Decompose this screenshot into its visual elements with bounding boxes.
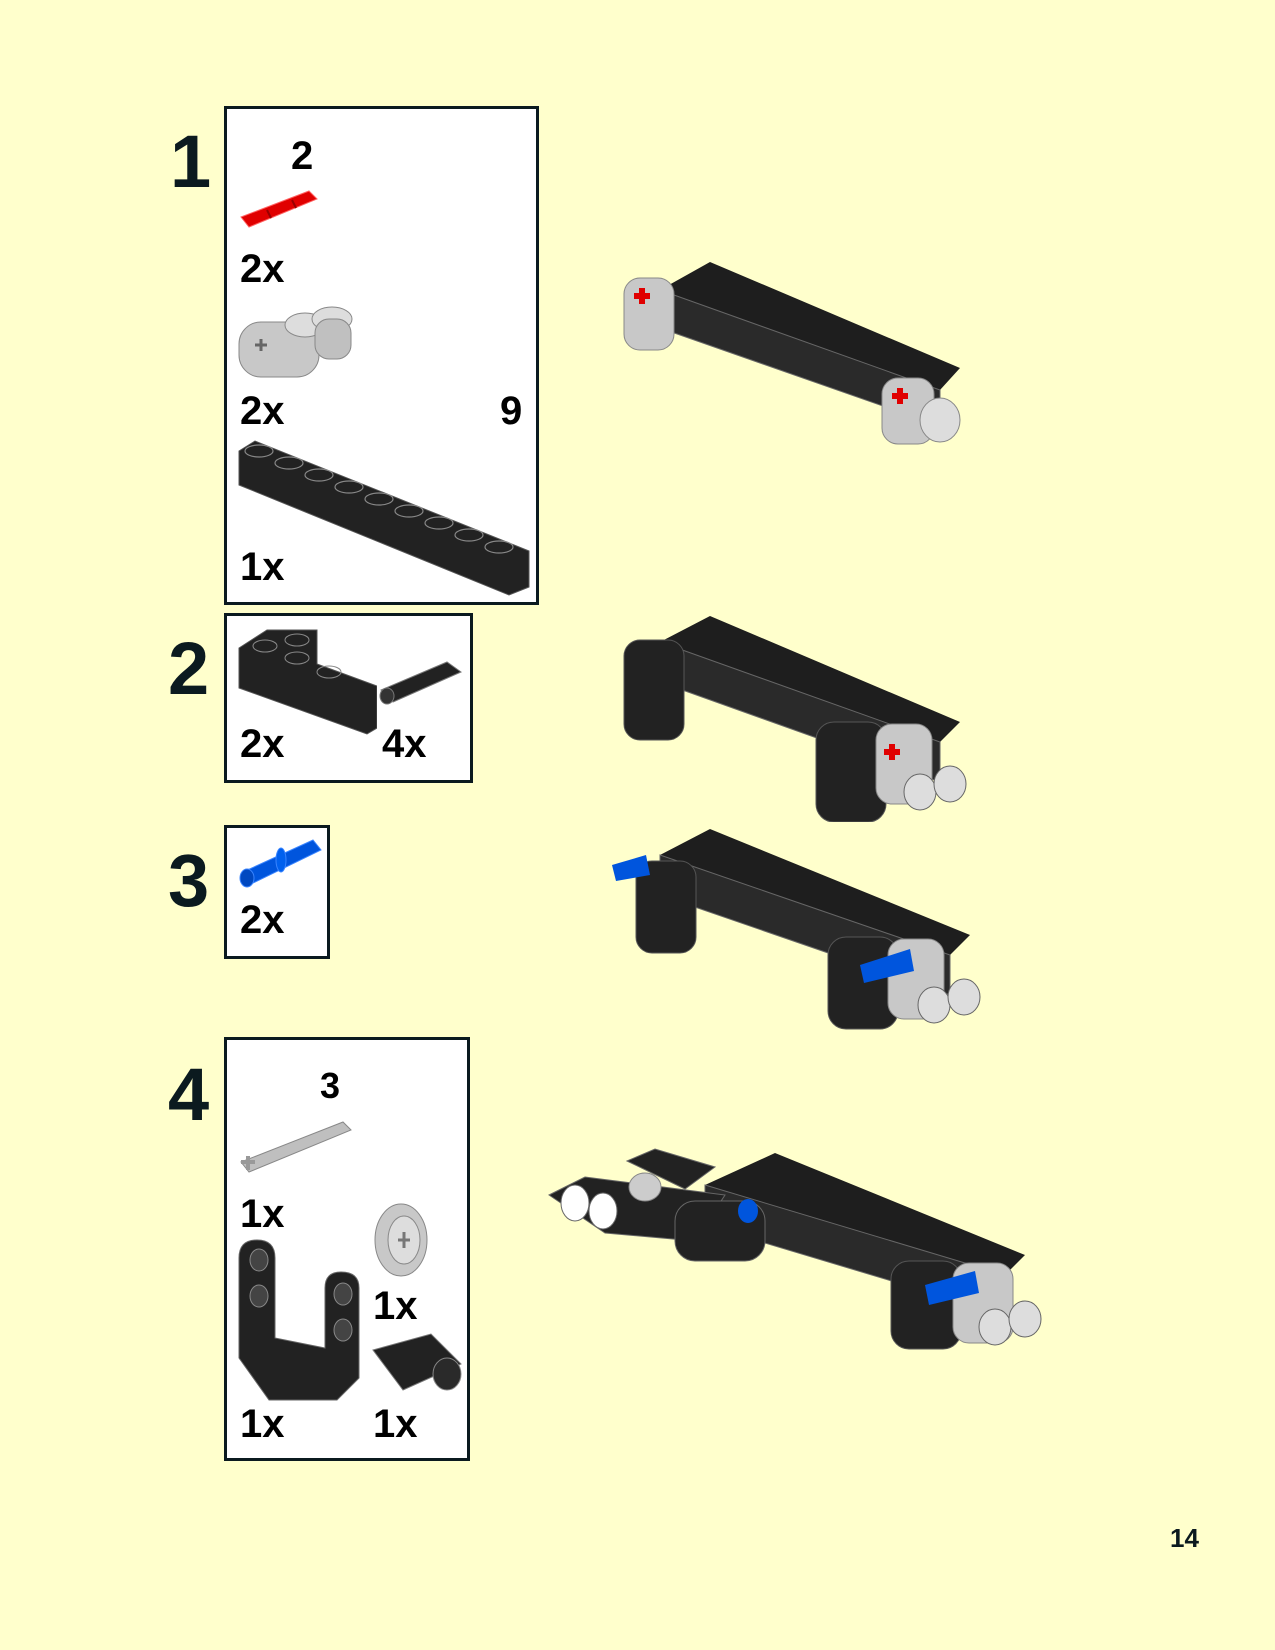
- step-number-4: 4: [168, 1053, 210, 1136]
- cross-block-icon: [238, 306, 353, 378]
- step-number-3: 3: [168, 839, 210, 922]
- l-beam-icon: [238, 629, 377, 735]
- part-length-label: 3: [320, 1065, 341, 1106]
- assembly-model-step-1: [623, 262, 961, 445]
- assembly-model-step-3: [612, 829, 981, 1030]
- assembly-model-step-2: [623, 616, 967, 822]
- part-qty: 2x: [240, 898, 285, 942]
- part-qty: 1x: [240, 1402, 285, 1446]
- part-qty: 1x: [240, 545, 285, 589]
- grey-axle-3-icon: [240, 1121, 352, 1173]
- black-beam-9-icon: [238, 440, 530, 596]
- blue-axle-pin-icon: [239, 839, 322, 888]
- black-pin-icon: [379, 661, 463, 705]
- u-beam-frame-icon: [238, 1239, 360, 1401]
- pin-connector-icon: [372, 1333, 462, 1391]
- parts-list-box-step-2: 2x 4x: [224, 613, 473, 783]
- part-length-label: 9: [500, 389, 523, 433]
- page-number: 14: [1170, 1523, 1199, 1553]
- parts-list-box-step-4: 3 1x 1x 1x 1x: [224, 1037, 470, 1461]
- part-qty: 2x: [240, 722, 285, 766]
- part-qty: 1x: [373, 1402, 418, 1446]
- part-qty: 4x: [382, 722, 427, 766]
- part-qty: 2x: [240, 247, 285, 291]
- part-length-label: 2: [291, 134, 314, 178]
- step-number-1: 1: [170, 120, 212, 203]
- part-qty: 1x: [240, 1192, 285, 1236]
- clutch-gear-icon: [374, 1203, 428, 1277]
- red-axle-icon: [240, 190, 318, 228]
- part-qty: 2x: [240, 389, 285, 433]
- parts-list-box-step-1: 2 2x 2x 9 1x: [224, 106, 539, 605]
- assembly-model-step-4: [548, 1148, 1042, 1350]
- parts-list-box-step-3: 2x: [224, 825, 330, 959]
- part-qty: 1x: [373, 1284, 418, 1328]
- step-number-2: 2: [168, 627, 210, 710]
